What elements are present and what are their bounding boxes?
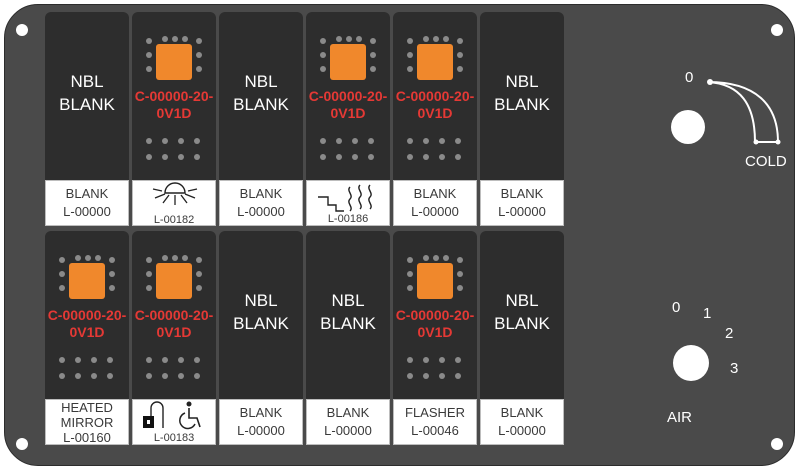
- air-label: AIR: [667, 409, 693, 426]
- label-line2: L-00000: [498, 204, 546, 219]
- indicator-lamp: [156, 263, 192, 299]
- switch-text-line2: BLANK: [494, 314, 550, 333]
- switch-text-line2: BLANK: [59, 95, 115, 114]
- label-line2: L-00000: [63, 204, 111, 219]
- part-number-line1: C-00000-20-: [395, 88, 475, 104]
- lock-wheelchair-icon: [143, 401, 201, 430]
- mount-hole-bottom-left: [16, 438, 28, 450]
- rocker-switch-11[interactable]: C-00000-20-0V1D: [393, 231, 477, 399]
- label-line1: BLANK: [500, 405, 544, 420]
- switch-text-line2: BLANK: [494, 95, 550, 114]
- switch-text-line1: NBL: [70, 72, 104, 91]
- switch-label-7: HEATED MIRROR L-00160: [45, 399, 129, 445]
- switch-text-line1: NBL: [505, 72, 539, 91]
- part-number-line1: C-00000-20-: [395, 307, 475, 323]
- air-position-2: 2: [725, 325, 734, 342]
- switch-label-1: BLANK L-00000: [45, 180, 129, 226]
- part-number-line1: C-00000-20-: [308, 88, 388, 104]
- indicator-lamp: [156, 44, 192, 80]
- switch-label-5: BLANK L-00000: [393, 180, 477, 226]
- switch-text-line2: BLANK: [233, 95, 289, 114]
- switch-label-2: L-00182: [132, 180, 216, 226]
- part-number-line1: C-00000-20-: [134, 88, 214, 104]
- switch-text-line1: NBL: [505, 291, 539, 310]
- part-number-line2: 0V1D: [417, 105, 453, 121]
- switch-text-line1: NBL: [244, 291, 278, 310]
- light-icon: [152, 182, 198, 205]
- rocker-switch-4[interactable]: C-00000-20-0V1D: [306, 12, 390, 180]
- heat-waves-icon: [318, 184, 372, 212]
- switch-label-3: BLANK L-00000: [219, 180, 303, 226]
- air-position-0: 0: [672, 299, 681, 316]
- rocker-switch-10[interactable]: NBL BLANK: [306, 231, 390, 399]
- label-line1: FLASHER: [405, 405, 465, 420]
- rocker-switch-5[interactable]: C-00000-20-0V1D: [393, 12, 477, 180]
- switch-label-9: BLANK L-00000: [219, 399, 303, 445]
- part-number-line2: 0V1D: [330, 105, 366, 121]
- part-number-line2: 0V1D: [417, 324, 453, 340]
- label-code: L-00182: [153, 214, 195, 226]
- indicator-lamp: [417, 263, 453, 299]
- label-code: L-00186: [327, 213, 369, 225]
- rocker-switch-1[interactable]: NBL BLANK: [45, 12, 129, 180]
- switch-label-6: BLANK L-00000: [480, 180, 564, 226]
- switch-label-11: FLASHER L-00046: [393, 399, 477, 445]
- part-number-line2: 0V1D: [156, 324, 192, 340]
- label-line2: MIRROR: [60, 415, 114, 430]
- indicator-lamp: [69, 263, 105, 299]
- label-line2: L-00000: [237, 204, 285, 219]
- label-line2: L-00046: [411, 423, 459, 438]
- rocker-switch-2[interactable]: C-00000-20-0V1D: [132, 12, 216, 180]
- mount-hole-top-right: [771, 24, 783, 36]
- part-number-line2: 0V1D: [69, 324, 105, 340]
- temperature-scale-icon: [707, 79, 781, 145]
- label-line1: BLANK: [239, 405, 283, 420]
- air-position-3: 3: [730, 360, 739, 377]
- temp-position-zero: 0: [685, 69, 694, 86]
- switch-text-line2: BLANK: [233, 314, 289, 333]
- rocker-switch-12[interactable]: NBL BLANK: [480, 231, 564, 399]
- switch-label-10: BLANK L-00000: [306, 399, 390, 445]
- rocker-switch-6[interactable]: NBL BLANK: [480, 12, 564, 180]
- label-line1: BLANK: [239, 186, 283, 201]
- rocker-switch-7[interactable]: C-00000-20-0V1D: [45, 231, 129, 399]
- label-line2: L-00000: [411, 204, 459, 219]
- air-position-1: 1: [703, 305, 712, 322]
- label-line1: BLANK: [413, 186, 457, 201]
- part-number-line2: 0V1D: [156, 105, 192, 121]
- mount-hole-top-left: [16, 24, 28, 36]
- label-line2: L-00000: [324, 423, 372, 438]
- switch-text-line1: NBL: [331, 291, 365, 310]
- label-line3: L-00160: [63, 430, 111, 445]
- rocker-switch-9[interactable]: NBL BLANK: [219, 231, 303, 399]
- temperature-knob[interactable]: [671, 110, 705, 144]
- mount-hole-bottom-right: [771, 438, 783, 450]
- switch-label-8: L-00183: [132, 399, 216, 445]
- label-line1: HEATED: [61, 400, 113, 415]
- part-number-line1: C-00000-20-: [47, 307, 127, 323]
- part-number-line1: C-00000-20-: [134, 307, 214, 323]
- rocker-switch-3[interactable]: NBL BLANK: [219, 12, 303, 180]
- label-line1: BLANK: [326, 405, 370, 420]
- label-code: L-00183: [153, 432, 195, 444]
- label-line1: BLANK: [65, 186, 109, 201]
- switch-text-line2: BLANK: [320, 314, 376, 333]
- switch-text-line1: NBL: [244, 72, 278, 91]
- switch-label-4: L-00186: [306, 180, 390, 226]
- temp-label-cold: COLD: [745, 153, 787, 170]
- indicator-lamp: [330, 44, 366, 80]
- label-line1: BLANK: [500, 186, 544, 201]
- indicator-lamp: [417, 44, 453, 80]
- switch-label-12: BLANK L-00000: [480, 399, 564, 445]
- label-line2: L-00000: [237, 423, 285, 438]
- rocker-switch-8[interactable]: C-00000-20-0V1D: [132, 231, 216, 399]
- label-line2: L-00000: [498, 423, 546, 438]
- air-knob[interactable]: [673, 345, 709, 381]
